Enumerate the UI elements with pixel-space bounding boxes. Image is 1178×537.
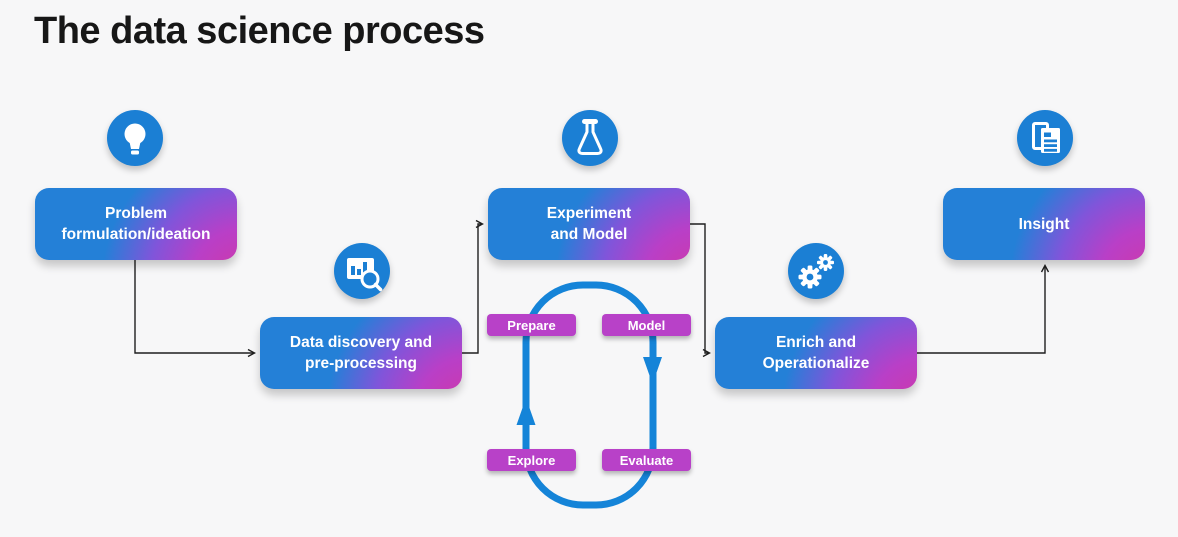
- gears-icon: [798, 254, 834, 289]
- icon-circle-gears: [788, 243, 844, 299]
- cycle-step-prepare: Prepare: [487, 314, 576, 336]
- lightbulb-icon: [124, 123, 146, 155]
- icon-circle-documents: [1017, 110, 1073, 166]
- arrow-discovery-to-experiment: [462, 219, 484, 354]
- page-title: The data science process: [34, 10, 485, 52]
- node-problem-formulation: Problem formulation/ideation: [35, 188, 237, 260]
- node-label-line: formulation/ideation: [61, 226, 211, 243]
- cycle-arrow-up-icon: [516, 398, 536, 425]
- node-data-discovery: Data discovery and pre-processing: [260, 317, 462, 389]
- node-label-line: and Model: [550, 226, 628, 243]
- node-experiment-model: Experiment and Model: [488, 188, 690, 260]
- cycle-step-explore: Explore: [487, 449, 576, 471]
- chart-magnifier-icon: [347, 258, 383, 292]
- icon-circle-lightbulb: [107, 110, 163, 166]
- node-label-line: pre-processing: [305, 355, 417, 372]
- cycle-step-evaluate: Evaluate: [602, 449, 691, 471]
- icon-circle-flask: [562, 110, 618, 166]
- cycle-step-model: Model: [602, 314, 691, 336]
- flask-icon: [577, 119, 603, 155]
- node-label-line: Enrich and: [775, 334, 857, 351]
- arrow-problem-to-discovery: [134, 260, 256, 358]
- node-label-line: Problem: [104, 205, 167, 222]
- node-label-line: Operationalize: [762, 355, 870, 372]
- node-insight: Insight: [943, 188, 1145, 260]
- node-label-line: Experiment: [546, 205, 632, 222]
- node-enrich-operationalize: Enrich and Operationalize: [715, 317, 917, 389]
- node-label-line: Insight: [1018, 215, 1070, 233]
- documents-icon: [1032, 122, 1060, 153]
- arrow-experiment-to-enrich: [690, 223, 711, 358]
- cycle-loop: [522, 281, 657, 509]
- cycle-arrow-down-icon: [643, 357, 662, 384]
- node-label-line: Data discovery and: [289, 334, 433, 351]
- arrow-enrich-to-insight: [917, 264, 1050, 354]
- icon-circle-chart-magnifier: [334, 243, 390, 299]
